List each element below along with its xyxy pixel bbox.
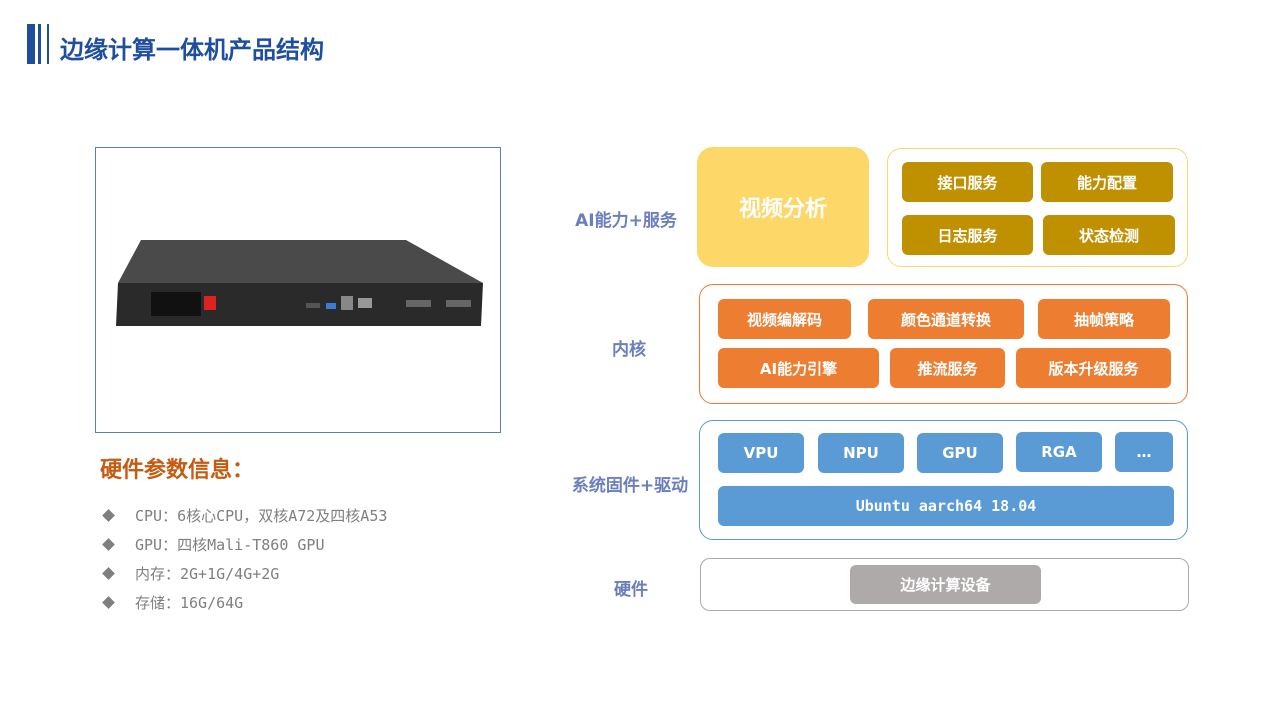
edge-device-image <box>116 240 483 326</box>
kernel-item: AI能力引擎 <box>718 348 879 388</box>
diamond-bullet-icon <box>102 509 115 522</box>
driver-gpu: GPU <box>917 433 1003 473</box>
driver-npu: NPU <box>818 433 904 473</box>
service-interface: 接口服务 <box>902 162 1033 202</box>
kernel-item: 抽帧策略 <box>1038 299 1170 339</box>
hardware-params-title: 硬件参数信息： <box>100 458 255 483</box>
diamond-bullet-icon <box>102 596 115 609</box>
ai-services-panel: 接口服务 能力配置 日志服务 状态检测 <box>887 148 1188 267</box>
layer-label-hardware: 硬件 <box>614 580 648 600</box>
title-bar-mid <box>38 24 41 64</box>
kernel-item: 颜色通道转换 <box>868 299 1024 339</box>
video-analysis-box: 视频分析 <box>697 147 869 267</box>
device-photo <box>95 147 501 433</box>
video-analysis-label: 视频分析 <box>738 197 827 222</box>
kernel-panel: 视频编解码 颜色通道转换 抽帧策略 AI能力引擎 推流服务 版本升级服务 <box>699 284 1188 404</box>
kernel-item: 推流服务 <box>890 348 1005 388</box>
spec-text: CPU：6核心CPU，双核A72及四核A53 <box>135 507 388 525</box>
kernel-item: 视频编解码 <box>718 299 851 339</box>
hardware-panel: 边缘计算设备 <box>700 558 1189 611</box>
driver-more: … <box>1115 432 1173 472</box>
driver-vpu: VPU <box>718 433 804 473</box>
spec-text: 存储：16G/64G <box>135 594 244 612</box>
spec-text: 内存：2G+1G/4G+2G <box>135 565 280 583</box>
title-bar-thin <box>47 24 49 64</box>
service-capability-config: 能力配置 <box>1041 162 1173 202</box>
service-log: 日志服务 <box>902 215 1033 255</box>
page-title: 边缘计算一体机产品结构 <box>60 36 324 64</box>
spec-item: 存储：16G/64G <box>100 592 243 613</box>
spec-text: GPU：四核Mali-T860 GPU <box>135 536 325 554</box>
spec-item: CPU：6核心CPU，双核A72及四核A53 <box>100 505 387 526</box>
driver-rga: RGA <box>1016 432 1102 472</box>
diamond-bullet-icon <box>102 567 115 580</box>
layer-label-kernel: 内核 <box>612 340 646 360</box>
edge-device-item: 边缘计算设备 <box>850 565 1041 604</box>
kernel-item: 版本升级服务 <box>1016 348 1171 388</box>
layer-label-ai: AI能力+服务 <box>575 211 677 231</box>
title-bar-thick <box>27 24 35 64</box>
diamond-bullet-icon <box>102 538 115 551</box>
service-status-check: 状态检测 <box>1043 215 1175 255</box>
spec-item: 内存：2G+1G/4G+2G <box>100 563 279 584</box>
spec-item: GPU：四核Mali-T860 GPU <box>100 534 325 555</box>
layer-label-system: 系统固件+驱动 <box>571 476 689 496</box>
system-panel: VPU NPU GPU RGA … Ubuntu aarch64 18.04 <box>699 420 1188 540</box>
os-ubuntu: Ubuntu aarch64 18.04 <box>718 486 1174 526</box>
